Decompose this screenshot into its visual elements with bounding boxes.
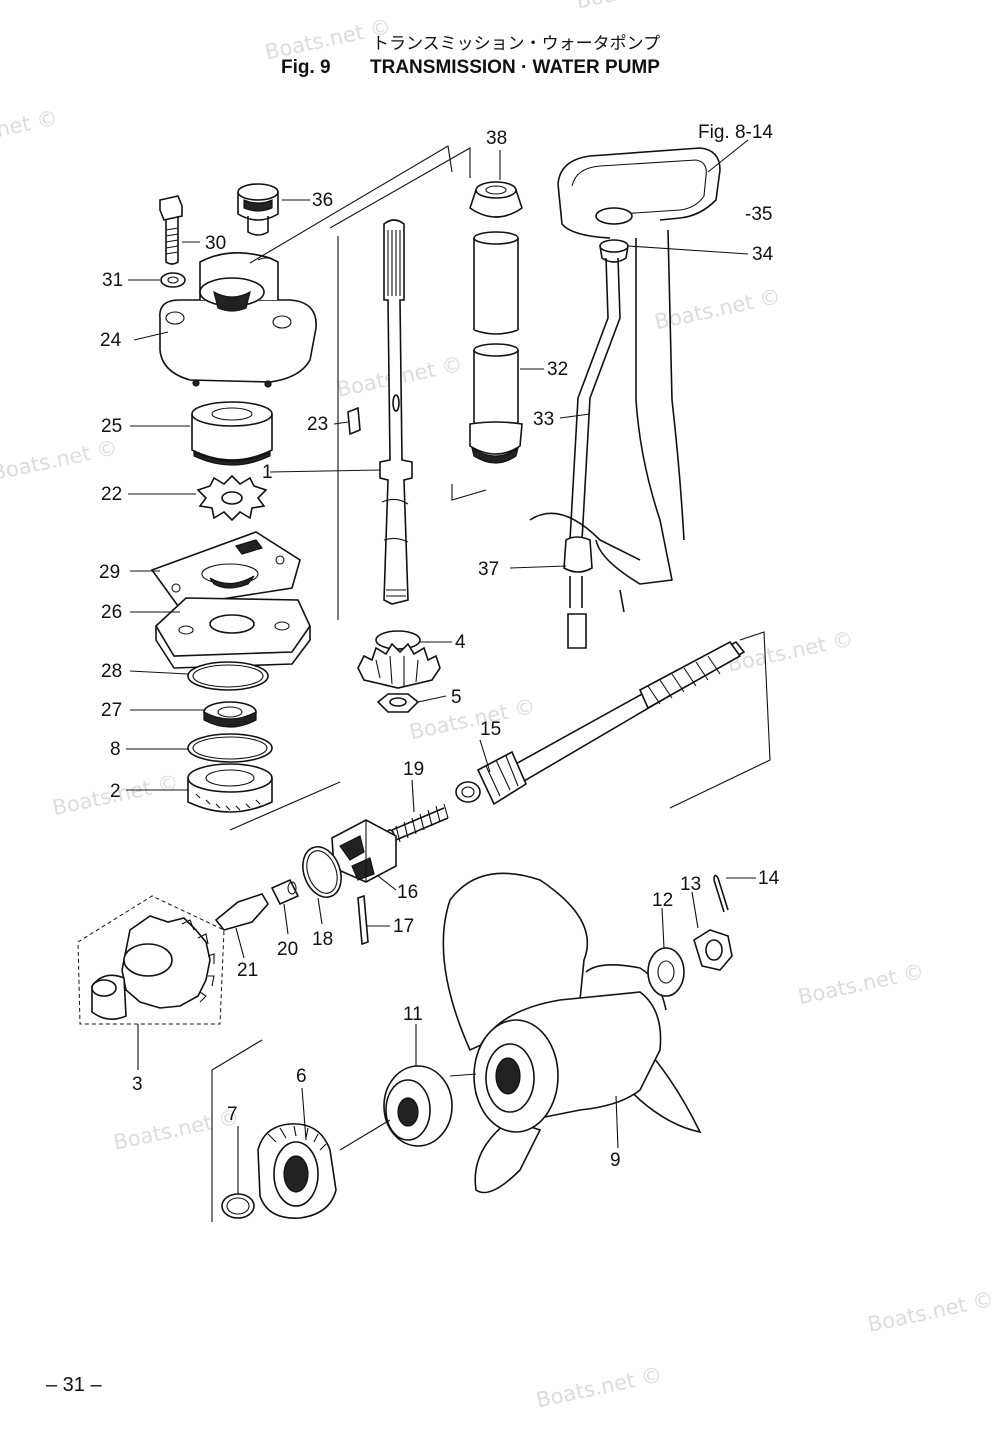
part-21-plunger — [214, 893, 269, 931]
callout-15: 15 — [480, 719, 501, 740]
part-1-driveshaft — [379, 219, 413, 605]
callout-25: 25 — [101, 416, 122, 437]
part-6-reverse-gear — [257, 1123, 337, 1219]
callout-4: 4 — [455, 632, 466, 653]
callout-24: 24 — [100, 330, 122, 351]
callout-6: 6 — [296, 1066, 307, 1087]
part-25-insert — [191, 401, 273, 466]
part-26-pump-plate — [154, 597, 311, 669]
callout-38: 38 — [486, 128, 507, 149]
callout-8: 8 — [110, 739, 121, 760]
part-8-circlip — [187, 733, 273, 763]
part-24-pump-case — [159, 252, 317, 388]
lower-unit-housing-outline — [529, 147, 721, 613]
callout-1: 1 — [262, 462, 273, 483]
part-3-forward-gear — [77, 895, 225, 1025]
driveshaft-assembly — [329, 147, 471, 713]
watermark: Boats.net © — [796, 959, 926, 1009]
watermark: Boats.net © — [534, 1362, 664, 1412]
callout-2: 2 — [110, 781, 121, 802]
callout-14: 14 — [758, 868, 780, 889]
part-11-thrust-holder — [383, 1065, 453, 1147]
callout-28: 28 — [101, 661, 122, 682]
part-17-pin — [357, 894, 369, 946]
callout-22: 22 — [101, 484, 122, 505]
watermark: Boats.net © — [111, 1105, 241, 1155]
watermark: Boats.net © — [652, 284, 782, 334]
part-29-gasket — [150, 531, 301, 607]
callout-35: -35 — [745, 204, 772, 225]
watermark: Boats.net © — [574, 0, 704, 14]
part-22-impeller — [196, 474, 268, 522]
title-japanese: トランスミッション・ウォータポンプ — [372, 34, 660, 53]
part-15-propeller-shaft — [455, 640, 746, 806]
part-13-castle-nut — [693, 929, 733, 971]
callout-36: 36 — [312, 190, 333, 211]
callout-labels: 38 36 30 31 24 25 22 29 26 28 27 8 2 23 … — [99, 122, 780, 1171]
callout-16: 16 — [397, 882, 418, 903]
watermark: Boats.net © — [0, 435, 120, 485]
callout-23: 23 — [307, 414, 328, 435]
page-number: – 31 – — [46, 1374, 102, 1396]
callout-5: 5 — [451, 687, 462, 708]
part-12-washer — [647, 947, 685, 997]
callout-33: 33 — [533, 409, 554, 430]
part-23-key — [347, 406, 361, 436]
part-9-propeller — [442, 872, 702, 1194]
leader-lines — [126, 139, 756, 1194]
callout-37: 37 — [478, 559, 499, 580]
propeller-shaft-assembly — [214, 631, 771, 946]
part-5-nut — [376, 693, 420, 713]
figure-title: TRANSMISSION · WATER PUMP — [370, 57, 660, 78]
figure-label: Fig. 9 — [281, 57, 331, 78]
callout-32: 32 — [547, 359, 568, 380]
water-tube-assembly — [451, 147, 721, 649]
part-32-water-tube — [469, 231, 523, 464]
part-30-bolt — [159, 195, 183, 265]
part-18-cross-pin-ring — [302, 846, 342, 898]
callout-21: 21 — [237, 960, 258, 981]
watermark: Boats.net © — [0, 106, 60, 156]
part-33-water-pipe — [563, 257, 621, 649]
callout-31: 31 — [102, 270, 123, 291]
watermark: Boats.net © — [407, 694, 537, 744]
callout-27: 27 — [101, 700, 122, 721]
callout-20: 20 — [277, 939, 298, 960]
part-16-clutch — [331, 819, 397, 883]
callout-30: 30 — [205, 233, 226, 254]
part-20-push-rod — [270, 878, 300, 906]
callout-18: 18 — [312, 929, 333, 950]
watermark: Boats.net © — [866, 1287, 996, 1337]
callout-12: 12 — [652, 890, 673, 911]
water-pump-assembly — [150, 145, 453, 831]
callout-26: 26 — [101, 602, 122, 623]
callout-19: 19 — [403, 759, 424, 780]
part-38-grommet — [469, 181, 523, 218]
part-14-cotter-pin — [713, 874, 729, 913]
part-34-grommet — [599, 239, 629, 263]
callout-9: 9 — [610, 1150, 621, 1171]
part-31-washer — [160, 272, 186, 288]
callout-7: 7 — [227, 1104, 238, 1125]
callout-3: 3 — [132, 1074, 143, 1095]
callout-17: 17 — [393, 916, 414, 937]
part-2-bearing — [187, 763, 273, 813]
reverse-gear-assembly — [211, 872, 733, 1222]
callout-11: 11 — [403, 1004, 423, 1025]
callout-34: 34 — [752, 244, 774, 265]
reference-fig-8-14: Fig. 8-14 — [698, 122, 773, 143]
callout-29: 29 — [99, 562, 120, 583]
watermark: Boats.net © — [725, 627, 855, 677]
part-28-o-ring — [187, 661, 269, 691]
callout-13: 13 — [680, 874, 701, 895]
part-36-grommet — [237, 183, 279, 236]
part-4-pinion-gear — [357, 630, 441, 689]
part-27-oil-seal — [203, 701, 257, 728]
